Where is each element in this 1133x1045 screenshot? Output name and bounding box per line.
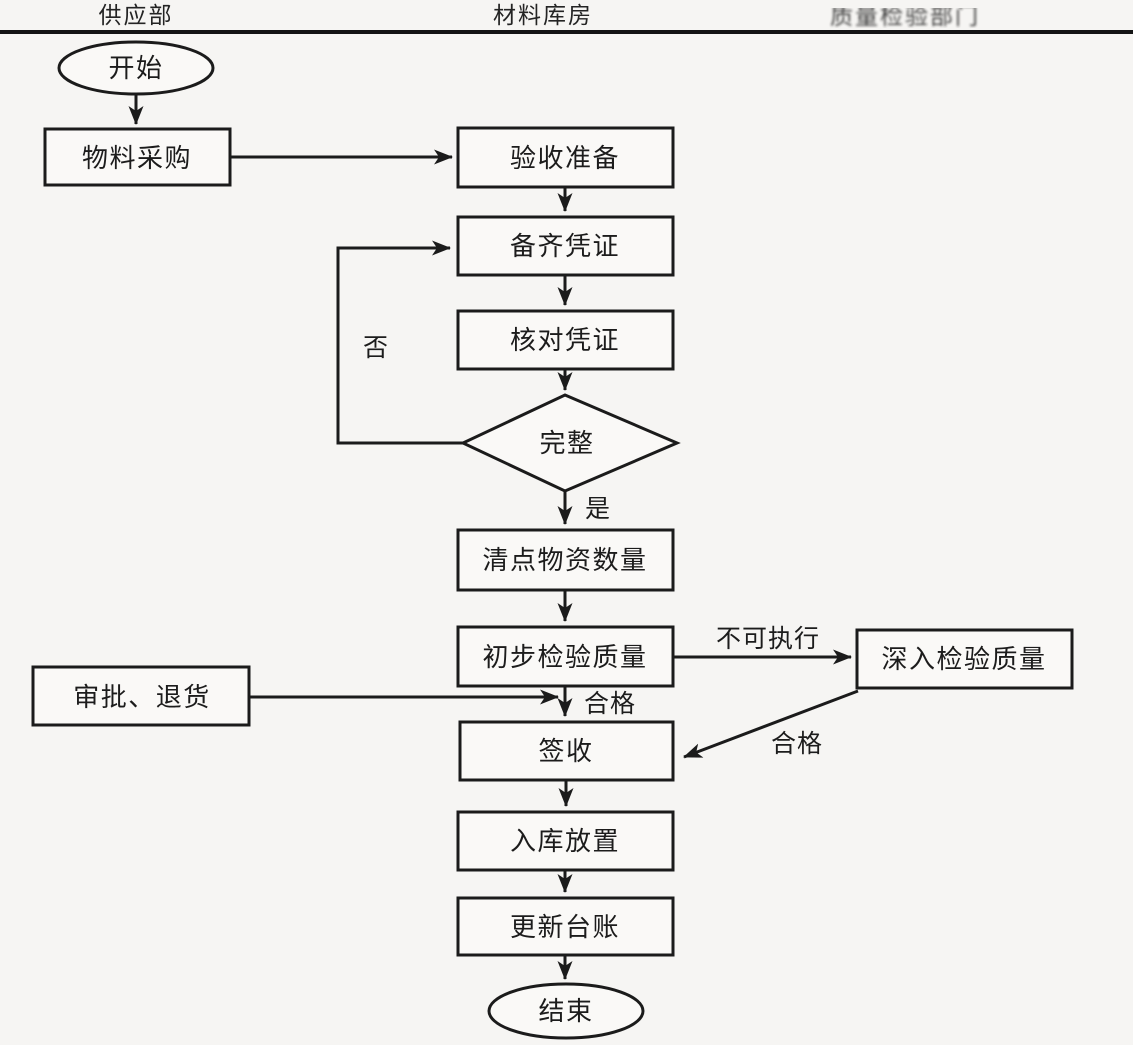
node-count-box: [456, 528, 675, 592]
node-prep-label: 验收准备: [510, 144, 620, 173]
node-shelve-box: [456, 810, 675, 872]
node-end-label: 结束: [538, 997, 593, 1026]
node-purchase-box: [43, 127, 232, 187]
node-ledger-box: [456, 896, 675, 957]
lane-header-supply-dept: 供应部: [99, 3, 174, 28]
node-sign-box: [458, 720, 675, 782]
node-shelve-label: 入库放置: [510, 827, 620, 856]
node-deep-label: 深入检验质量: [881, 645, 1046, 674]
node-vouchers-label: 备齐凭证: [510, 232, 620, 261]
edge-label-qualified-deep: 合格: [771, 730, 823, 758]
lane-header-material-warehouse: 材料库房: [493, 3, 593, 28]
node-decision-diamond: [459, 393, 681, 493]
node-prep-box: [456, 126, 675, 189]
node-approve-return-box: [31, 665, 251, 727]
node-prelim-label: 初步检验质量: [482, 643, 647, 672]
node-deep-box: [855, 628, 1074, 690]
node-verify-box: [456, 309, 675, 371]
node-prelim-box: [456, 625, 675, 688]
node-purchase-label: 物料采购: [82, 144, 192, 173]
edge-label-qualified-main: 合格: [584, 690, 636, 718]
node-sign-label: 签收: [538, 737, 593, 766]
node-start-label: 开始: [108, 54, 163, 83]
node-vouchers-box: [456, 215, 675, 277]
arrow-decision-no-loop: [336, 240, 463, 445]
node-verify-label: 核对凭证: [510, 326, 620, 355]
edge-label-no: 否: [363, 335, 389, 362]
edge-label-yes: 是: [585, 496, 611, 523]
arrow-deep-to-sign: [683, 689, 859, 759]
node-end-ellipse: [487, 982, 645, 1040]
node-decision-label: 完整: [539, 429, 594, 458]
node-start-ellipse: [57, 40, 215, 96]
lane-header-quality-dept-clipped: 质量检验部门: [830, 4, 980, 29]
node-ledger-label: 更新台账: [510, 913, 620, 942]
node-count-label: 清点物资数量: [482, 546, 647, 575]
node-approve-return-label: 审批、退货: [73, 683, 211, 712]
edge-label-not-executable: 不可执行: [716, 625, 820, 653]
